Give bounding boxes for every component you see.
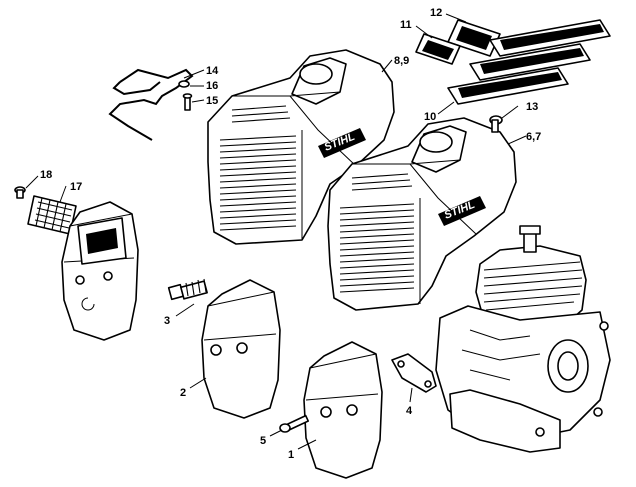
callout-13: 13 — [526, 101, 538, 113]
decal-set-10 — [447, 19, 611, 105]
gasket-4 — [391, 353, 437, 393]
callout-11: 11 — [400, 19, 412, 31]
callout-12: 12 — [430, 7, 442, 19]
decal-sheet-12 — [447, 19, 501, 57]
muffler-1 — [303, 341, 383, 479]
screw-18 — [14, 186, 26, 199]
screw-15 — [182, 93, 193, 111]
engine-assembly — [435, 225, 611, 453]
shroud-6-7: STIHL — [327, 117, 517, 311]
decal-11 — [415, 33, 461, 65]
callout-18: 18 — [40, 169, 52, 181]
callout-6-7: 6,7 — [526, 131, 541, 143]
screw-13 — [489, 115, 503, 133]
callout-15: 15 — [206, 95, 218, 107]
wire-bracket-14 — [108, 68, 194, 141]
leader-lines — [25, 13, 527, 450]
callout-5: 5 — [260, 435, 266, 447]
callout-3: 3 — [164, 315, 170, 327]
callout-labels: 1 2 3 4 5 6,7 8,9 10 11 12 13 14 15 16 1… — [40, 7, 541, 461]
callout-16: 16 — [206, 80, 218, 92]
callout-17: 17 — [70, 181, 82, 193]
callout-8-9: 8,9 — [394, 55, 409, 67]
muffler-with-screen — [61, 201, 139, 341]
muffler-2 — [201, 279, 281, 419]
shroud-6-7-grille — [339, 173, 415, 293]
callout-10: 10 — [424, 111, 436, 123]
spark-screen-17 — [27, 195, 77, 235]
plug-3 — [167, 278, 208, 301]
shroud-8-9: STIHL — [207, 49, 395, 245]
screw-5 — [279, 414, 310, 433]
shroud-8-9-grille — [219, 105, 297, 231]
callout-4: 4 — [406, 405, 413, 417]
washer-16 — [178, 80, 190, 88]
callout-1: 1 — [288, 449, 294, 461]
callout-14: 14 — [206, 65, 219, 77]
callout-2: 2 — [180, 387, 186, 399]
